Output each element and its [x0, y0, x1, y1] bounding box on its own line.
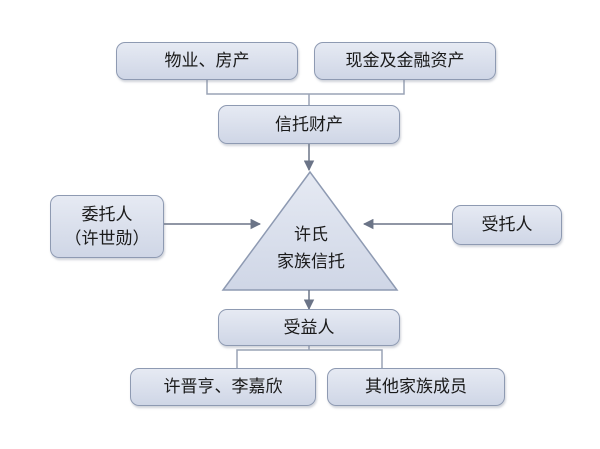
- node-financial-assets: 现金及金融资产: [314, 42, 496, 80]
- node-beneficiary-1-label: 许晋亨、李嘉欣: [163, 377, 283, 397]
- node-beneficiary-1: 许晋亨、李嘉欣: [130, 368, 316, 406]
- connector-property: [206, 80, 309, 95]
- node-beneficiary-2-label: 其他家族成员: [365, 377, 467, 397]
- connector-beneficiary-split: [236, 349, 383, 368]
- node-property: 物业、房产: [116, 42, 298, 80]
- node-beneficiary: 受益人: [218, 309, 400, 346]
- node-family-trust-line1: 许氏: [294, 225, 328, 245]
- node-beneficiary-2: 其他家族成员: [327, 368, 505, 406]
- node-family-trust: 许氏 家族信托: [250, 222, 372, 276]
- node-financial-assets-label: 现金及金融资产: [345, 51, 465, 71]
- node-trustee-label: 受托人: [481, 215, 533, 235]
- node-family-trust-line2: 家族信托: [277, 252, 345, 272]
- node-property-label: 物业、房产: [164, 51, 250, 71]
- node-settlor-name: （许世勋）: [64, 228, 150, 249]
- node-settlor-label: 委托人: [81, 204, 133, 225]
- node-trust-assets: 信托财产: [218, 105, 400, 144]
- node-trustee: 受托人: [452, 205, 562, 245]
- connector-financial: [309, 80, 405, 95]
- node-trust-assets-label: 信托财产: [275, 114, 343, 135]
- node-beneficiary-label: 受益人: [283, 317, 335, 338]
- node-settlor: 委托人 （许世勋）: [50, 195, 164, 258]
- trust-triangle: [221, 170, 399, 291]
